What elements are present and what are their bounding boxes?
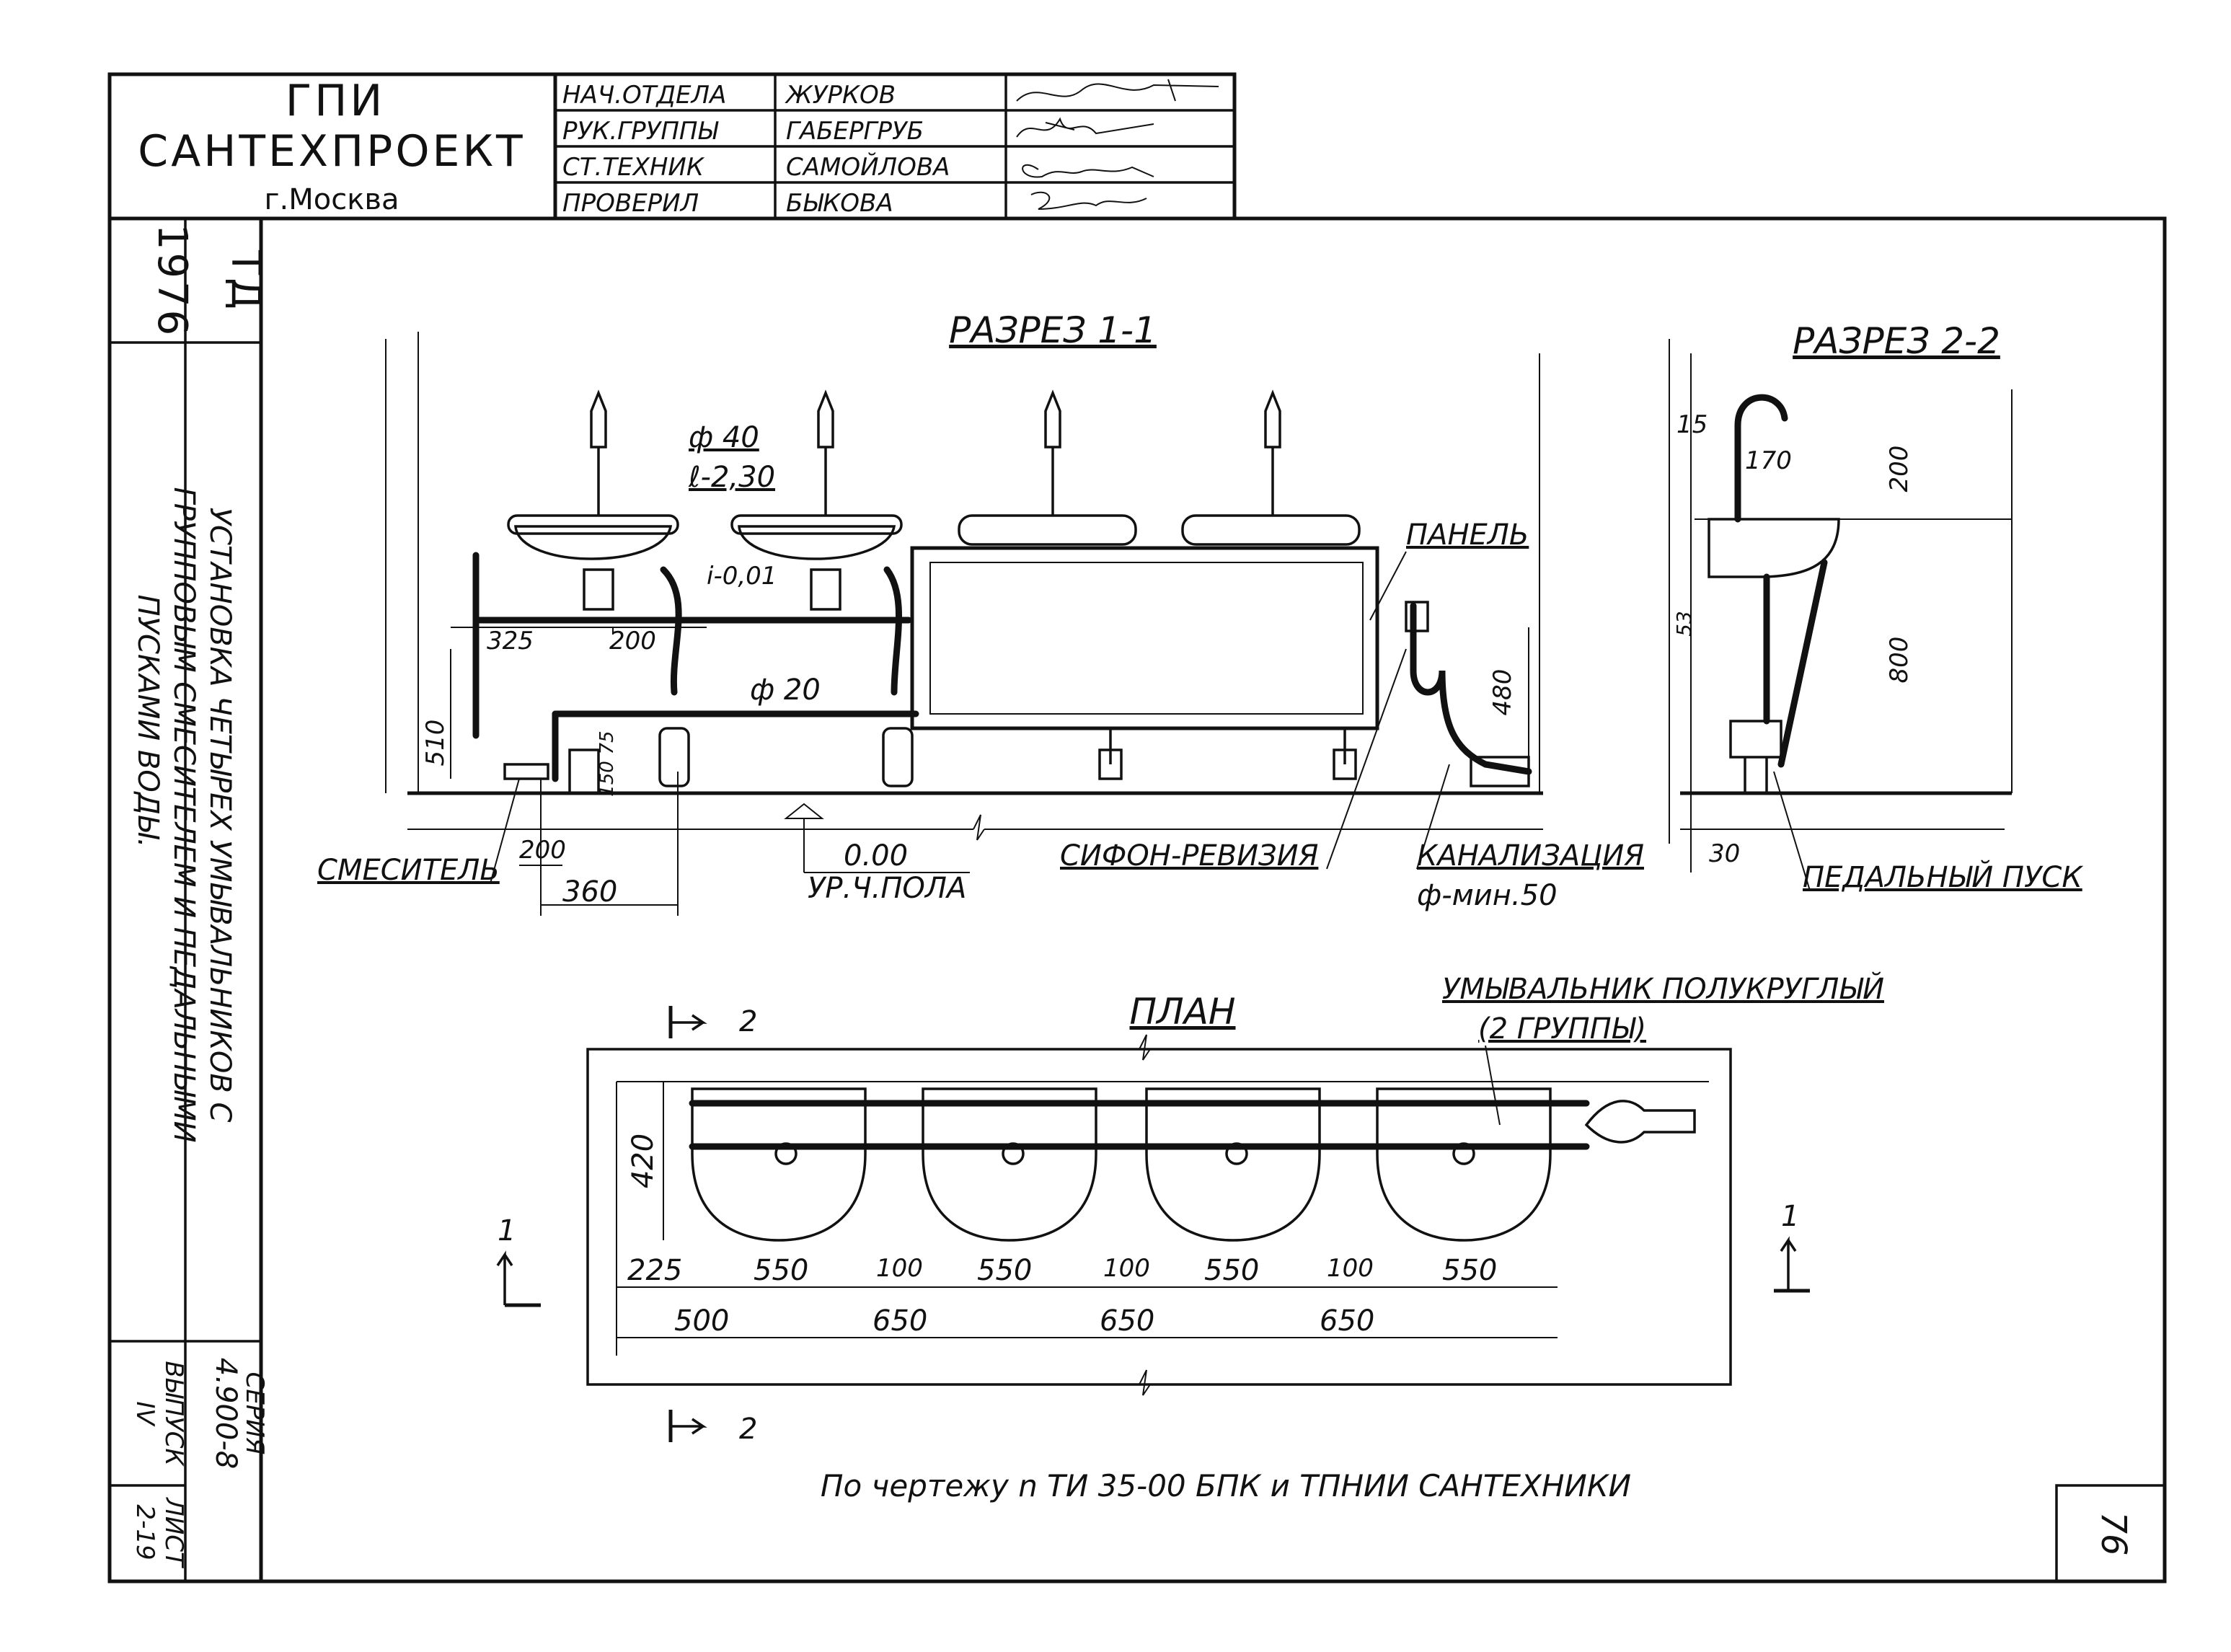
org-name: САНТЕХПРОЕКТ: [138, 126, 525, 177]
dim-150: 150: [596, 761, 618, 797]
signature-2: [1022, 164, 1154, 178]
dim-row2-0: 500: [674, 1304, 729, 1338]
basin-label: УМЫВАЛЬНИК ПОЛУКРУГЛЫЙ: [1442, 971, 1884, 1006]
cut-2-top: 2: [739, 1005, 757, 1038]
side-strip: 1976 ТД УСТАНОВКА ЧЕТЫРЕХ УМЫВАЛЬНИКОВ С…: [131, 224, 269, 1568]
washbasin-4: [1181, 389, 1361, 546]
doc-code: ТД: [222, 249, 269, 312]
dim-200a: 200: [609, 627, 656, 655]
dim-row1-4: 100: [1103, 1254, 1150, 1283]
signature-3: [1030, 191, 1147, 210]
plan-basin-4: [1376, 1087, 1552, 1242]
sheet-frame: [107, 72, 2167, 1583]
floor-level-value: 0.00: [844, 839, 908, 873]
section-1-1: РАЗРЕЗ 1-1 0.00 УР.Ч.ПОЛА: [317, 309, 1644, 916]
dim-325: 325: [487, 627, 534, 655]
washbasin-1: [507, 389, 679, 611]
panel-label: ПАНЕЛЬ: [1406, 518, 1529, 552]
plan-basin-1: [691, 1087, 867, 1242]
pipe-d20: ф 20: [750, 673, 821, 707]
dim-row1-7: 550: [1442, 1254, 1497, 1287]
dim-200: 200: [1885, 446, 1914, 492]
pipe-slope: i-0,01: [707, 562, 777, 591]
dim-row2-1: 650: [872, 1304, 927, 1338]
siphon-label: СИФОН-РЕВИЗИЯ: [1060, 839, 1318, 873]
title-line-2: ГРУППОВЫМ СМЕСИТЕЛЕМ И ПЕДАЛЬНЫМИ: [167, 487, 200, 1142]
dim-row1-0: 225: [627, 1254, 682, 1287]
dim-480: 480: [1488, 669, 1517, 716]
mixer-label: СМЕСИТЕЛЬ: [317, 854, 500, 887]
plan-basin-3: [1145, 1087, 1321, 1242]
dim-360: 360: [562, 875, 617, 909]
sewer-diameter: ф-мин.50: [1417, 879, 1558, 912]
stamp-person-0: ЖУРКОВ: [785, 81, 896, 110]
dim-row2-2: 650: [1100, 1304, 1154, 1338]
footer-note: По чертежу n ТИ 35-00 БПК и ТПНИИ САНТЕХ…: [821, 1468, 1631, 1503]
dim-row1-5: 550: [1204, 1254, 1259, 1287]
dim-row1-2: 100: [876, 1254, 923, 1283]
washbasin-2: [730, 389, 903, 611]
stamp-role-0: НАЧ.ОТДЕЛА: [562, 81, 726, 110]
stamp-person-2: САМОЙЛОВА: [786, 152, 950, 182]
org-city: г.Москва: [265, 183, 399, 216]
issue-label: ВЫПУСК: [159, 1361, 188, 1467]
section-1-title: РАЗРЕЗ 1-1: [949, 309, 1157, 351]
dim-75: 75: [596, 730, 618, 754]
basin-groups: (2 ГРУППЫ): [1478, 1012, 1646, 1046]
cut-1-right: 1: [1781, 1200, 1799, 1233]
stamp-role-1: РУК.ГРУППЫ: [562, 117, 719, 146]
signature-0: [1016, 79, 1219, 102]
issue-value: IV: [131, 1401, 159, 1427]
dim-row2-3: 650: [1320, 1304, 1374, 1338]
plan-view: ПЛАН УМЫВАЛЬНИК ПОЛУКРУГЛЫЙ (2 ГРУППЫ) 2…: [496, 971, 1884, 1446]
signature-1: [1016, 117, 1154, 138]
dim-800: 800: [1885, 637, 1914, 684]
stamp-role-2: СТ.ТЕХНИК: [562, 153, 705, 182]
sheet-label: ЛИСТ: [159, 1496, 188, 1568]
stamp-person-1: ГАБЕРГРУБ: [786, 117, 924, 146]
sheet-value: 2-19: [131, 1504, 159, 1560]
plan-basin-2: [922, 1087, 1097, 1242]
dim-row1-1: 550: [754, 1254, 808, 1287]
dim-row1-6: 100: [1327, 1254, 1374, 1283]
floor-level-label: УР.Ч.ПОЛА: [808, 872, 966, 905]
pipe-length: ℓ-2,30: [688, 461, 775, 494]
dim-row1-3: 550: [977, 1254, 1032, 1287]
title-line-1: УСТАНОВКА ЧЕТЫРЕХ УМЫВАЛЬНИКОВ С: [203, 508, 237, 1123]
cut-2-bottom: 2: [739, 1413, 757, 1446]
series-label: СЕРИЯ: [240, 1372, 269, 1455]
stamp-role-3: ПРОВЕРИЛ: [562, 189, 699, 218]
sewer-label: КАНАЛИЗАЦИЯ: [1417, 839, 1644, 873]
plan-title: ПЛАН: [1130, 991, 1236, 1033]
pipe-d40: ф 40: [689, 421, 759, 454]
dim-53: 53: [1672, 611, 1696, 637]
title-stamp: ГПИ САНТЕХПРОЕКТ г.Москва НАЧ.ОТДЕЛА РУК…: [138, 74, 1234, 218]
cut-1-left: 1: [498, 1214, 516, 1247]
dim-30: 30: [1709, 839, 1740, 868]
dim-170: 170: [1745, 446, 1792, 475]
panel: [910, 546, 1379, 730]
org-short: ГПИ: [286, 76, 386, 126]
dim-200b: 200: [519, 836, 566, 865]
page-number: 76: [2093, 1511, 2134, 1555]
dim-420: 420: [627, 1134, 660, 1188]
pedal-label: ПЕДАЛЬНЫЙ ПУСК: [1803, 860, 2083, 894]
year: 1976: [149, 224, 195, 339]
series-value: 4.900-8: [209, 1358, 242, 1469]
dim-15: 15: [1676, 410, 1708, 439]
dim-510: 510: [421, 720, 450, 767]
section-2-2: РАЗРЕЗ 2-2 15 170 200 800 53 30 ПЕДАЛЬНЫ…: [1669, 320, 2083, 894]
section-2-title: РАЗРЕЗ 2-2: [1793, 320, 2000, 362]
stamp-person-3: БЫКОВА: [786, 189, 893, 218]
title-line-3: ПУСКАМИ ВОДЫ.: [131, 595, 164, 848]
washbasin-3: [958, 389, 1137, 546]
